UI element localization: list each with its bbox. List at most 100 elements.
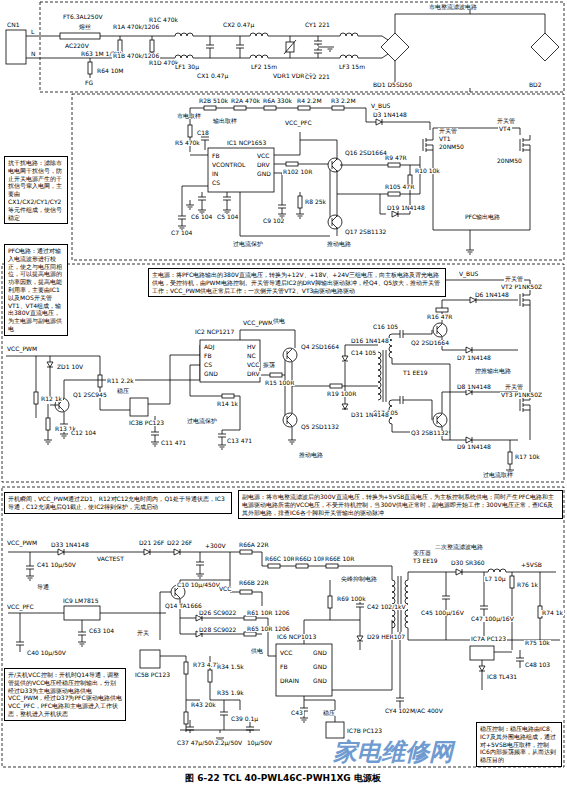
callout-text: 主电源：将PFC电路输出的380V直流电压，转换为+12V、+18V、+24V三…	[152, 271, 442, 294]
callout-box: 开机瞬间，VCC_PWM通过ZD1、R12对C12充电时间内，Q1处于导通状态，…	[4, 492, 232, 514]
component-label: IC9 LM7815	[62, 598, 99, 604]
component-label: R17 10k	[514, 454, 541, 460]
component-label: R2B 510k	[198, 98, 229, 104]
component-label: BD2	[528, 82, 543, 88]
component-label: VCC	[256, 153, 270, 159]
component-label: VCC	[279, 650, 293, 656]
component-label: R76 1k	[516, 582, 539, 588]
component-label: Q1 2SC945	[72, 392, 108, 398]
component-label: C43	[290, 710, 304, 716]
component-label: AC220V	[64, 43, 90, 49]
component-label: L7 10μ	[484, 576, 507, 582]
component-label: D30 SR360	[450, 560, 486, 566]
component-label: R3 2.2M	[330, 98, 357, 104]
component-label: FB	[211, 153, 221, 159]
component-label: 开关管	[504, 276, 524, 282]
component-label: R43 20k	[190, 702, 217, 708]
callout-text: 副电源：将市电整流滤波后的300V直流电压，转换为+5VSB直流电压，为主板控制…	[242, 493, 559, 516]
component-label: BD1 D5SD50	[372, 82, 413, 88]
callout-text: 开机瞬间，VCC_PWM通过ZD1、R12对C12充电时间内，Q1处于导通状态，…	[8, 495, 228, 511]
component-label: V_BUS	[370, 103, 391, 109]
component-label: C40 10μ/50V	[26, 650, 67, 656]
component-label: C63 104	[88, 628, 115, 634]
component-label: R64 10M	[96, 68, 125, 74]
component-label: C42 102/1kV	[366, 604, 407, 610]
component-label: R8 25k	[304, 199, 327, 205]
component-label: R34 1.5k	[216, 664, 245, 670]
component-label: CS	[211, 180, 221, 186]
component-label: R66A 22R	[238, 542, 270, 548]
component-label: VCC_PWM	[6, 346, 38, 352]
component-label: 供电	[250, 648, 264, 654]
component-label: 市电取样	[176, 113, 202, 119]
component-label: VCC_PWM	[242, 320, 274, 326]
component-label: 振荡	[262, 362, 276, 368]
component-label: 稳压	[322, 710, 336, 716]
component-label: D19 1N4148	[386, 205, 426, 211]
component-label: R69 100k	[336, 596, 367, 602]
callout-box: 稳压控制：稳压电路由IC8、IC7及其外围电路组成，通过对+5VSB电压取样，控…	[476, 722, 562, 767]
component-label: CY2 221	[304, 74, 331, 80]
component-label: C39 0.1μ	[230, 716, 259, 722]
callout-box: 抗干扰电路：滤除市电电网干扰信号，防止开关电源产生的干扰信号窜入电网，主要由CX…	[4, 156, 68, 224]
component-label: IC2 NCP1217	[194, 329, 235, 335]
component-label: R61 10R 1206	[246, 610, 291, 616]
component-label: ADJ	[203, 344, 216, 350]
component-label: ZD1 10V	[56, 364, 84, 370]
component-label: LF2 15m	[250, 64, 278, 70]
callout-text: 开/关机VCC控制：开机时Q14导通，调整管提供的VCC电压经稳压控制输出，分别…	[8, 671, 122, 718]
component-label: 过电流保护	[186, 418, 218, 424]
component-label: 开关管	[438, 128, 458, 134]
component-label: R66E 10R	[324, 556, 355, 562]
component-label: D28 SC9022	[198, 627, 237, 633]
component-label: IC1 NCP1653	[226, 140, 267, 146]
component-label: C48 103	[524, 662, 551, 668]
component-label: C16 105	[372, 324, 399, 330]
component-label: 过电流取样	[482, 472, 514, 478]
component-label: IC3B PC123	[128, 420, 165, 426]
component-label: IC5B PC123	[134, 672, 171, 678]
figure-caption: 图 6-22 TCL 40-PWL46C-PWH1XG 电源板	[185, 772, 381, 785]
component-label: GND	[312, 678, 328, 684]
component-label: T1 EE19	[402, 370, 429, 376]
component-label: 尖峰抑制电路	[340, 576, 378, 582]
component-label: 供电	[272, 318, 286, 324]
component-label: VCONTROL	[211, 162, 246, 168]
callout-box: 开/关机VCC控制：开机时Q14导通，调整管提供的VCC电压经稳压控制输出，分别…	[4, 668, 126, 721]
component-label: VT2 P1NK50Z	[500, 284, 543, 290]
component-label: IC7A PC123	[470, 636, 507, 642]
component-label: R66C 10R	[264, 556, 296, 562]
component-label: VCC_PWM	[6, 540, 38, 546]
component-label: Q16 2SD1664	[344, 150, 388, 156]
component-label: R66D 10R	[294, 556, 326, 562]
component-label: 推动电路	[298, 452, 324, 458]
component-label: L	[30, 29, 35, 35]
callout-text: 抗干扰电路：滤除市电电网干扰信号，防止开关电源产生的干扰信号窜入电网，主要由CX…	[8, 159, 64, 221]
component-label: D26 SC9022	[198, 610, 237, 616]
component-label: R35 1.9k	[216, 690, 245, 696]
component-label: R66B 22R	[238, 580, 270, 586]
component-label: 20NM50	[496, 158, 523, 164]
component-label: D8 1N4148	[456, 384, 492, 390]
component-label: VCC	[218, 586, 232, 592]
component-label: VCC	[246, 362, 260, 368]
component-label: 推动电路	[326, 241, 352, 247]
component-label: 10μ/50V	[246, 740, 273, 746]
component-label: Q3 2SB1132	[410, 430, 449, 436]
component-label: GND	[312, 650, 328, 656]
component-label: CN1	[6, 22, 21, 28]
component-label: 变压器	[412, 550, 432, 556]
component-label: D33 1N4148	[50, 542, 90, 548]
component-label: R5 470k	[174, 140, 201, 146]
component-label: Q14 TA1666	[164, 603, 203, 609]
callout-box: 主电源：将PFC电路输出的380V直流电压，转换为+12V、+18V、+24V三…	[148, 268, 446, 297]
component-label: 开关管	[504, 384, 524, 390]
component-label: Q17 2SB1132	[344, 229, 387, 235]
component-label: DRV	[256, 162, 271, 168]
component-label: R2A 470k	[230, 98, 261, 104]
component-label: FT6.3AL250V	[62, 14, 104, 20]
component-label: Q5 2SD1132	[300, 424, 340, 430]
component-label: 熔丝	[78, 24, 92, 30]
component-label: 稳压	[116, 388, 130, 394]
component-label: VCC_PFC	[284, 120, 313, 126]
